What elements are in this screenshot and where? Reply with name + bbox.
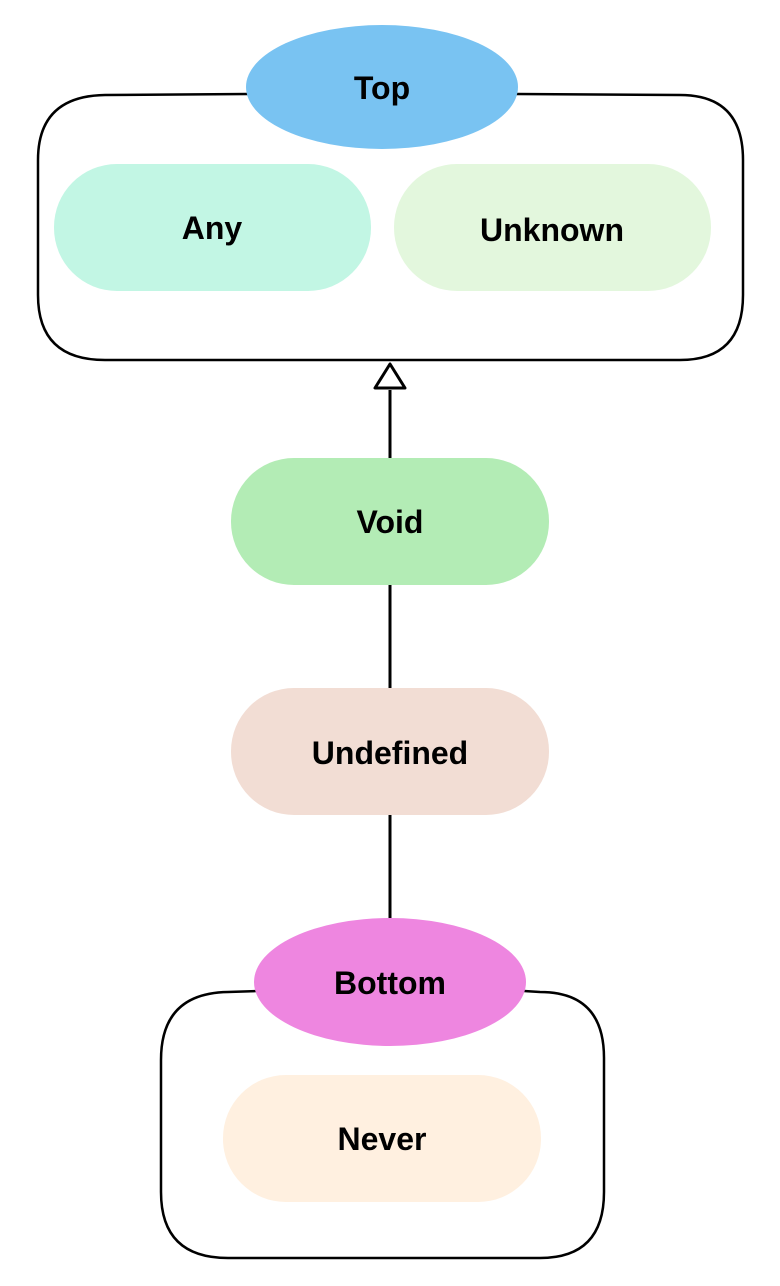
bottom-group-label: Bottom bbox=[334, 965, 446, 1001]
node-void bbox=[231, 458, 549, 585]
top-group-container bbox=[36, 92, 745, 362]
node-any-label: Any bbox=[182, 210, 243, 246]
node-void-label: Void bbox=[357, 504, 424, 540]
node-unknown-label: Unknown bbox=[480, 212, 624, 248]
bottom-group-container bbox=[159, 989, 606, 1260]
hollow-arrowhead-icon bbox=[373, 362, 407, 390]
top-group-header bbox=[246, 25, 518, 149]
node-never-label: Never bbox=[338, 1121, 427, 1157]
node-unknown bbox=[394, 164, 711, 291]
node-undefined-label: Undefined bbox=[312, 735, 468, 771]
bottom-group-header bbox=[254, 918, 526, 1046]
node-any bbox=[54, 164, 371, 291]
node-never bbox=[223, 1075, 541, 1202]
top-group-label: Top bbox=[354, 70, 410, 106]
node-undefined bbox=[231, 688, 549, 815]
